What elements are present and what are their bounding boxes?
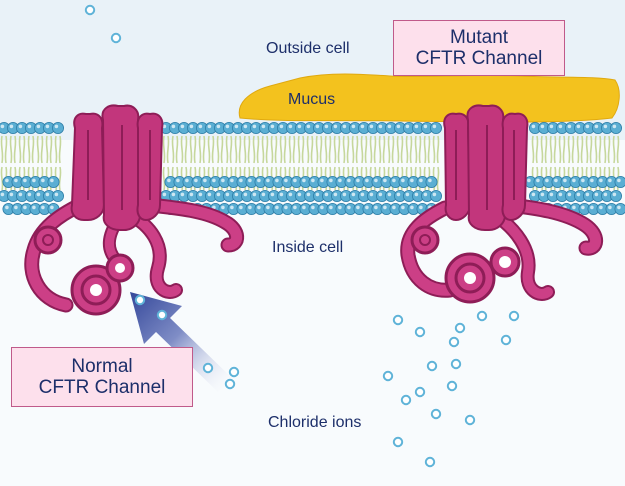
mucus-label: Mucus xyxy=(288,91,336,108)
chloride-ion xyxy=(454,322,466,334)
chloride-ion xyxy=(392,436,404,448)
chloride-ion xyxy=(464,414,476,426)
chloride-ion xyxy=(446,380,458,392)
chloride-ion xyxy=(430,408,442,420)
chloride-ion xyxy=(414,326,426,338)
mutant-cftr-channel xyxy=(400,104,604,304)
mutant-callout: Mutant CFTR Channel xyxy=(393,20,565,76)
normal-cftr-channel xyxy=(24,104,245,316)
membrane xyxy=(0,122,625,215)
chloride-ion xyxy=(110,32,122,44)
chloride-ion xyxy=(476,310,488,322)
chloride-ion xyxy=(448,336,460,348)
chloride-ion xyxy=(426,360,438,372)
outside-cell-label: Outside cell xyxy=(266,40,350,57)
chloride-ion xyxy=(382,370,394,382)
chloride-ion xyxy=(424,456,436,468)
chloride-ion xyxy=(392,314,404,326)
chloride-ion xyxy=(500,334,512,346)
chloride-ion xyxy=(228,366,240,378)
normal-callout: Normal CFTR Channel xyxy=(11,347,193,407)
chloride-ions-label: Chloride ions xyxy=(268,414,362,431)
chloride-ion xyxy=(400,394,412,406)
inside-cell-label: Inside cell xyxy=(272,239,344,256)
chloride-ion xyxy=(450,358,462,370)
mutant-callout-line2: CFTR Channel xyxy=(415,48,543,70)
chloride-ion xyxy=(134,294,146,306)
normal-callout-line2: CFTR Channel xyxy=(38,377,166,399)
chloride-ions xyxy=(84,4,520,468)
mutant-callout-line1: Mutant xyxy=(449,27,509,48)
chloride-ion xyxy=(508,310,520,322)
chloride-ion xyxy=(414,386,426,398)
chloride-ion xyxy=(156,309,168,321)
mucus-layer xyxy=(238,73,620,123)
chloride-ion xyxy=(224,378,236,390)
normal-callout-line1: Normal xyxy=(71,356,133,377)
chloride-ion xyxy=(202,362,214,374)
chloride-ion xyxy=(84,4,96,16)
